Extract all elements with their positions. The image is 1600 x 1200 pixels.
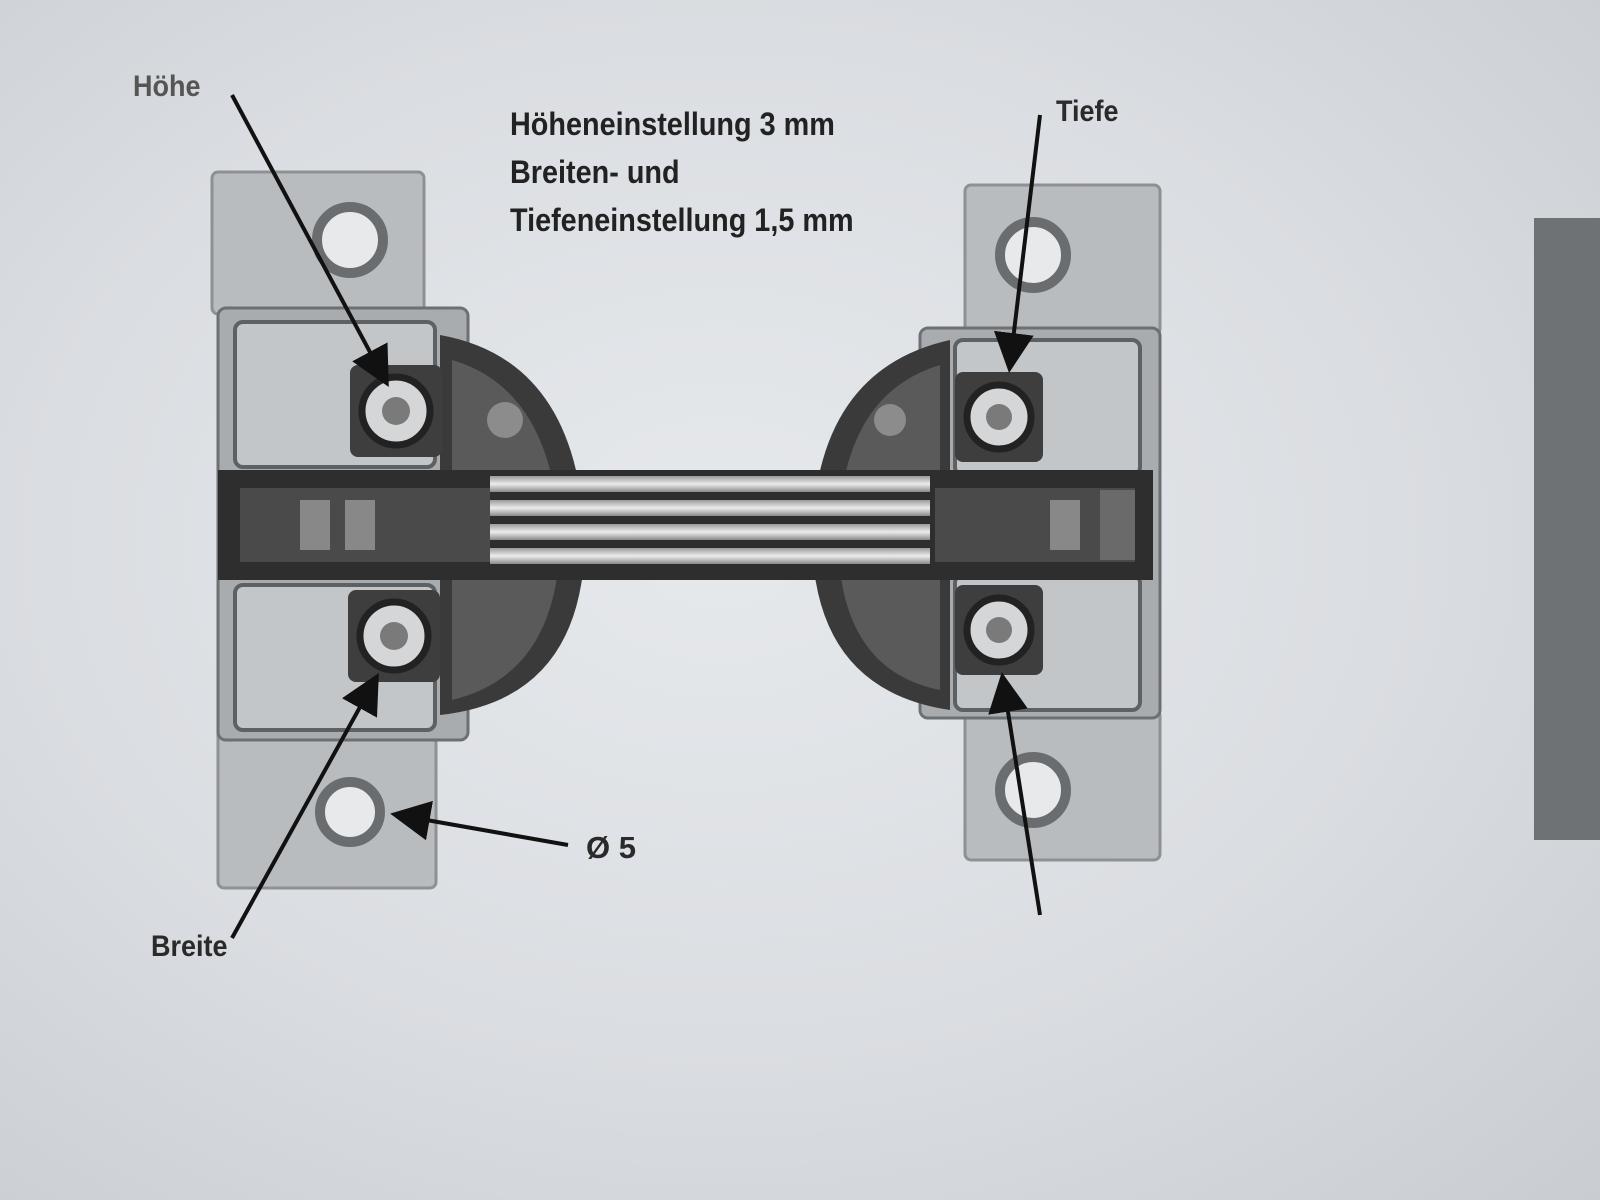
title-line-2: Breiten- und <box>510 154 680 190</box>
right-screw-upper <box>955 372 1043 462</box>
hinge-arms <box>218 470 1153 580</box>
adjustment-info-text: Höheneinstellung 3 mm Breiten- und Tiefe… <box>510 100 930 244</box>
title-line-1: Höheneinstellung 3 mm <box>510 106 835 142</box>
label-hoehe: Höhe <box>133 70 201 103</box>
arrow-tiefe-lower <box>988 672 1042 916</box>
arrow-diameter <box>390 800 569 847</box>
left-screw-upper <box>350 365 442 457</box>
arrow-tiefe <box>993 114 1042 373</box>
label-tiefe: Tiefe <box>1056 95 1119 128</box>
right-screw-lower <box>955 585 1043 675</box>
arrow-hoehe <box>230 94 389 388</box>
left-screw-lower <box>348 590 440 682</box>
arrow-breite <box>230 673 379 939</box>
side-bar-decoration <box>1534 218 1600 840</box>
callout-arrows <box>230 94 1042 939</box>
title-line-3: Tiefeneinstellung 1,5 mm <box>510 202 854 238</box>
label-breite: Breite <box>151 930 228 963</box>
label-diameter: Ø 5 <box>586 830 636 865</box>
